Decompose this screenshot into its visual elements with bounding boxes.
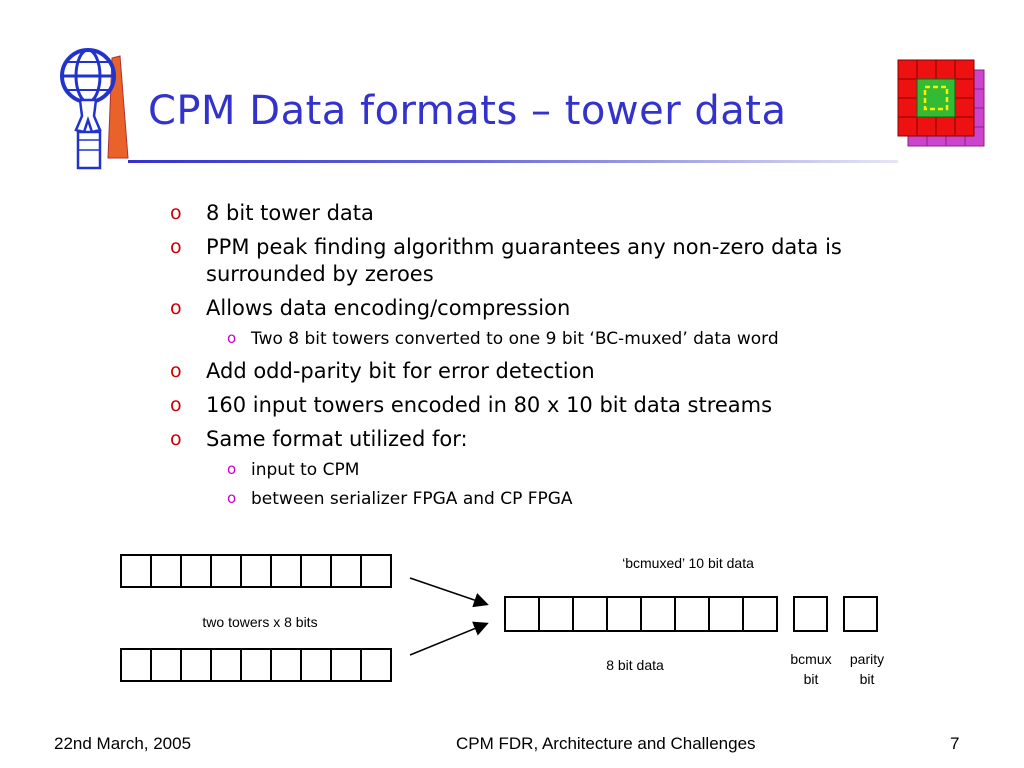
parity-label-line1: parity xyxy=(849,651,885,667)
bit-cell xyxy=(180,648,212,682)
input-label: two towers x 8 bits xyxy=(202,614,318,630)
sub-bullet-marker: o xyxy=(227,460,237,478)
bullet-text: Same format utilized for: xyxy=(206,427,468,451)
bcmux-bit-cell xyxy=(793,596,828,632)
bullet-item: o 160 input towers encoded in 80 x 10 bit… xyxy=(170,392,950,419)
bullet-text: Add odd-parity bit for error detection xyxy=(206,359,595,383)
bit-cell xyxy=(538,596,574,632)
atlas-logo xyxy=(60,48,129,170)
bit-cell xyxy=(150,648,182,682)
parity-label: parity bit xyxy=(836,649,898,689)
bit-cell xyxy=(210,648,242,682)
sub-bullet-item: o Two 8 bit towers converted to one 9 bit… xyxy=(170,327,950,351)
bit-cell xyxy=(360,648,392,682)
bit-cell xyxy=(270,554,302,588)
bullet-marker: o xyxy=(170,360,182,382)
bit-cell xyxy=(120,648,152,682)
bit-cell xyxy=(708,596,744,632)
bullet-marker: o xyxy=(170,202,182,224)
sub-bullet-item: o between serializer FPGA and CP FPGA xyxy=(170,487,950,511)
footer-title: CPM FDR, Architecture and Challenges xyxy=(456,734,756,753)
bit-cell xyxy=(120,554,152,588)
bullet-item: o 8 bit tower data xyxy=(170,200,950,227)
output-title: ‘bcmuxed’ 10 bit data xyxy=(622,555,754,571)
bullet-item: o Add odd-parity bit for error detection xyxy=(170,358,950,385)
bullet-marker: o xyxy=(170,236,182,258)
bit-cell xyxy=(330,648,362,682)
bullet-item: o Allows data encoding/compression xyxy=(170,295,950,322)
tower-grid-logo xyxy=(897,59,985,147)
merge-arrows xyxy=(409,577,489,656)
data-label: 8 bit data xyxy=(606,657,664,673)
bullet-text: Allows data encoding/compression xyxy=(206,296,571,320)
bullet-text: PPM peak finding algorithm guarantees an… xyxy=(206,235,842,286)
parity-label-line2: bit xyxy=(859,671,875,687)
sub-bullet-marker: o xyxy=(227,489,237,507)
bcmux-label-line1: bcmux xyxy=(790,651,832,667)
sub-bullet-item: o input to CPM xyxy=(170,458,950,482)
bit-cell xyxy=(300,554,332,588)
bit-cell xyxy=(210,554,242,588)
title-divider xyxy=(128,160,898,163)
bit-cell xyxy=(360,554,392,588)
bit-cell xyxy=(330,554,362,588)
bit-cell xyxy=(150,554,182,588)
bullet-text: 160 input towers encoded in 80 x 10 bit … xyxy=(206,393,773,417)
bit-cell xyxy=(572,596,608,632)
footer-date: 22nd March, 2005 xyxy=(54,734,192,753)
bit-cell xyxy=(300,648,332,682)
bit-cell xyxy=(504,596,540,632)
output-data-word xyxy=(504,596,778,632)
bullet-item: o Same format utilized for: xyxy=(170,426,950,453)
page-number: 7 xyxy=(950,734,960,753)
bit-cell xyxy=(640,596,676,632)
bcmux-label-line2: bit xyxy=(803,671,819,687)
parity-bit-cell xyxy=(843,596,878,632)
page-title: CPM Data formats – tower data xyxy=(148,88,787,134)
sub-bullet-text: between serializer FPGA and CP FPGA xyxy=(251,489,573,509)
bit-cell xyxy=(270,648,302,682)
bullet-text: 8 bit tower data xyxy=(206,201,374,225)
sub-bullet-text: input to CPM xyxy=(251,460,360,480)
bullet-marker: o xyxy=(170,297,182,319)
bit-cell xyxy=(606,596,642,632)
bullet-marker: o xyxy=(170,394,182,416)
bit-cell xyxy=(674,596,710,632)
bit-cell xyxy=(180,554,212,588)
bullet-marker: o xyxy=(170,428,182,450)
bit-cell xyxy=(240,554,272,588)
sub-bullet-marker: o xyxy=(227,329,237,347)
bullet-item: o PPM peak finding algorithm guarantees a… xyxy=(170,234,950,288)
bit-cell xyxy=(742,596,778,632)
input-tower-word-1 xyxy=(120,554,392,588)
bit-cell xyxy=(240,648,272,682)
bcmux-label: bcmux bit xyxy=(780,649,842,689)
sub-bullet-text: Two 8 bit towers converted to one 9 bit … xyxy=(251,329,779,349)
input-tower-word-2 xyxy=(120,648,392,682)
